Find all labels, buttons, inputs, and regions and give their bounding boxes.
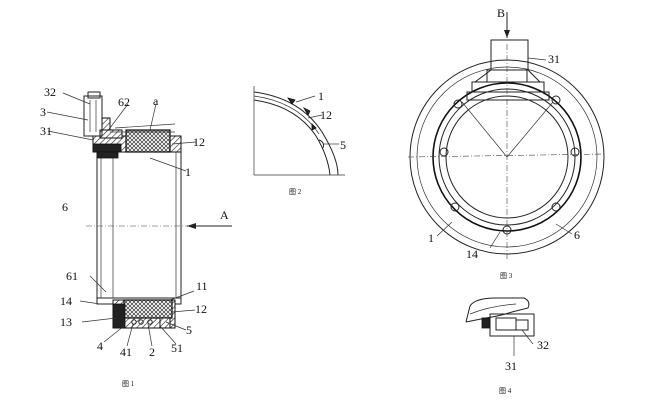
label-11: 11 [196, 279, 208, 293]
label-62: 62 [118, 95, 130, 109]
fig4-label-31: 31 [505, 359, 517, 373]
fig3-label-31: 31 [548, 52, 560, 66]
caption-fig2: 图 2 [289, 188, 302, 196]
cylinder-body [96, 151, 182, 299]
label-5: 5 [186, 323, 192, 337]
label-41: 41 [120, 345, 132, 359]
fig4-housing [465, 297, 530, 323]
figure-2: 1 12 5 图 2 [253, 86, 346, 196]
label-12-bottom: 12 [195, 302, 207, 316]
figure-3: B 31 1 14 6 图 3 [407, 6, 607, 280]
label-32: 32 [44, 85, 56, 99]
connector-31 [83, 95, 103, 137]
label-2: 2 [149, 345, 155, 359]
figure-1: 32 3 31 62 a 12 1 6 A 61 11 14 12 13 5 4… [40, 85, 232, 388]
caption-fig1: 图 1 [122, 380, 135, 388]
label-31: 31 [40, 124, 52, 138]
fig2-label-12: 12 [320, 108, 332, 122]
fig2-label-1: 1 [318, 89, 324, 103]
fig3-label-14: 14 [466, 247, 478, 261]
fig3-label-B: B [497, 6, 505, 20]
label-14: 14 [60, 294, 72, 308]
label-6: 6 [62, 200, 68, 214]
fig4-label-32: 32 [537, 338, 549, 352]
label-4: 4 [97, 339, 103, 353]
ring-arc [253, 91, 339, 176]
label-A: A [220, 208, 229, 222]
label-a: a [153, 94, 159, 108]
label-51: 51 [171, 341, 183, 355]
label-13: 13 [60, 315, 72, 329]
caption-fig4: 图 4 [499, 387, 512, 395]
top-coil [125, 129, 171, 153]
label-1: 1 [185, 165, 191, 179]
figure-4: 32 31 图 4 [465, 297, 549, 395]
fig3-label-6: 6 [574, 228, 580, 242]
fig4-connector [489, 313, 535, 337]
label-61: 61 [66, 269, 78, 283]
label-3: 3 [40, 105, 46, 119]
fig3-connector-31 [473, 39, 542, 83]
label-12-top: 12 [193, 135, 205, 149]
bottom-coil [123, 299, 173, 319]
caption-fig3: 图 3 [500, 272, 513, 280]
fig3-label-1: 1 [428, 231, 434, 245]
fig2-label-5: 5 [340, 138, 346, 152]
